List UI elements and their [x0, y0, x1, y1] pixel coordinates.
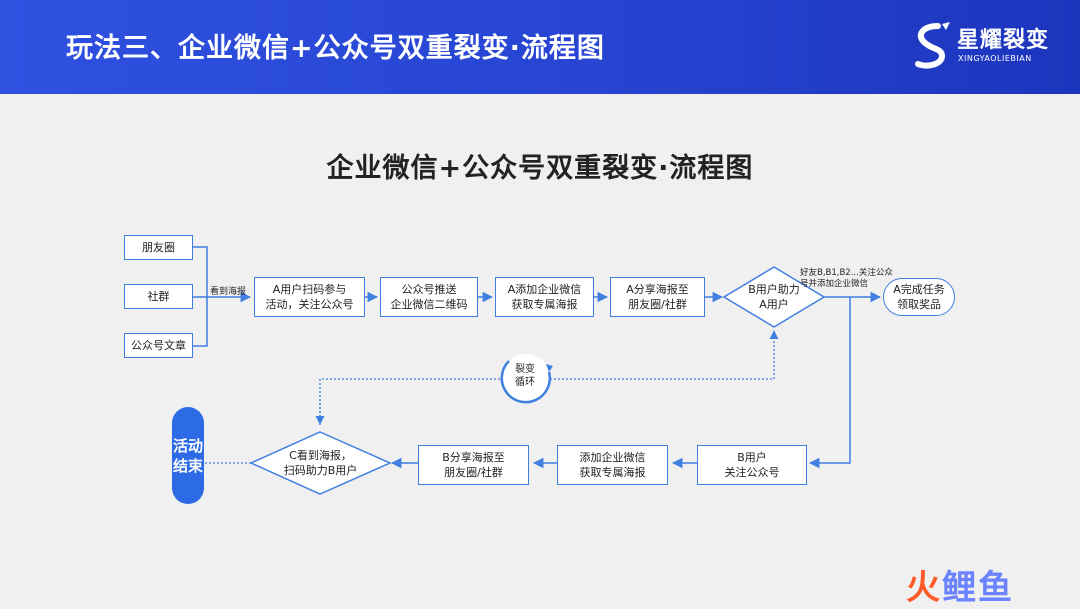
step-a-share: A分享海报至 朋友圈/社群 [610, 277, 705, 317]
watermark-char: 火 [906, 568, 942, 608]
step-b-share: B分享海报至 朋友圈/社群 [418, 445, 529, 485]
watermark-logo: 火鲤鱼 [906, 560, 1014, 609]
edge-label-b-note: 好友B,B1,B2...关注公众 号并添加企业微信 [800, 268, 893, 289]
brand-logo: 星耀裂变 XINGYAOLIEBIAN [912, 20, 1062, 78]
page-title: 玩法三、企业微信+公众号双重裂变·流程图 [66, 33, 605, 64]
loop-label: 裂变 循环 [515, 364, 535, 388]
bracket-line [193, 246, 208, 347]
loop-cycle-icon [500, 354, 553, 404]
logo-subtext: XINGYAOLIEBIAN [958, 54, 1032, 63]
activity-end: 活动 结束 [172, 407, 204, 504]
edge-down-to-follow [808, 297, 851, 469]
step-a-add: A添加企业微信 获取专属海报 [495, 277, 594, 317]
source-moments: 朋友圈 [124, 235, 193, 260]
logo-text: 星耀裂变 [957, 28, 1050, 53]
step-c-scan: C看到海报， 扫码助力B用户 [283, 449, 358, 477]
watermark-text: 鲤鱼 [942, 568, 1014, 608]
logo-icon [915, 22, 950, 69]
step-b-add: 添加企业微信 获取专属海报 [557, 445, 668, 485]
step-a-done: A完成任务 领取奖品 [883, 278, 955, 316]
step-b-help: B用户助力 A用户 [748, 283, 800, 311]
step-a-scan: A用户扫码参与 活动，关注公众号 [254, 277, 365, 317]
edge-label-see-poster: 看到海报 [210, 287, 247, 297]
source-community: 社群 [124, 284, 193, 309]
diagram-title: 企业微信+公众号双重裂变·流程图 [326, 153, 754, 184]
step-b-follow: B用户 关注公众号 [697, 445, 807, 485]
c-scan-diamond [249, 431, 392, 495]
header-banner: 玩法三、企业微信+公众号双重裂变·流程图 星耀裂变 XINGYAOLIEBIAN [0, 0, 1080, 94]
b-help-diamond [722, 266, 826, 328]
step-push-qr: 公众号推送 企业微信二维码 [380, 277, 478, 317]
source-article: 公众号文章 [124, 333, 193, 358]
